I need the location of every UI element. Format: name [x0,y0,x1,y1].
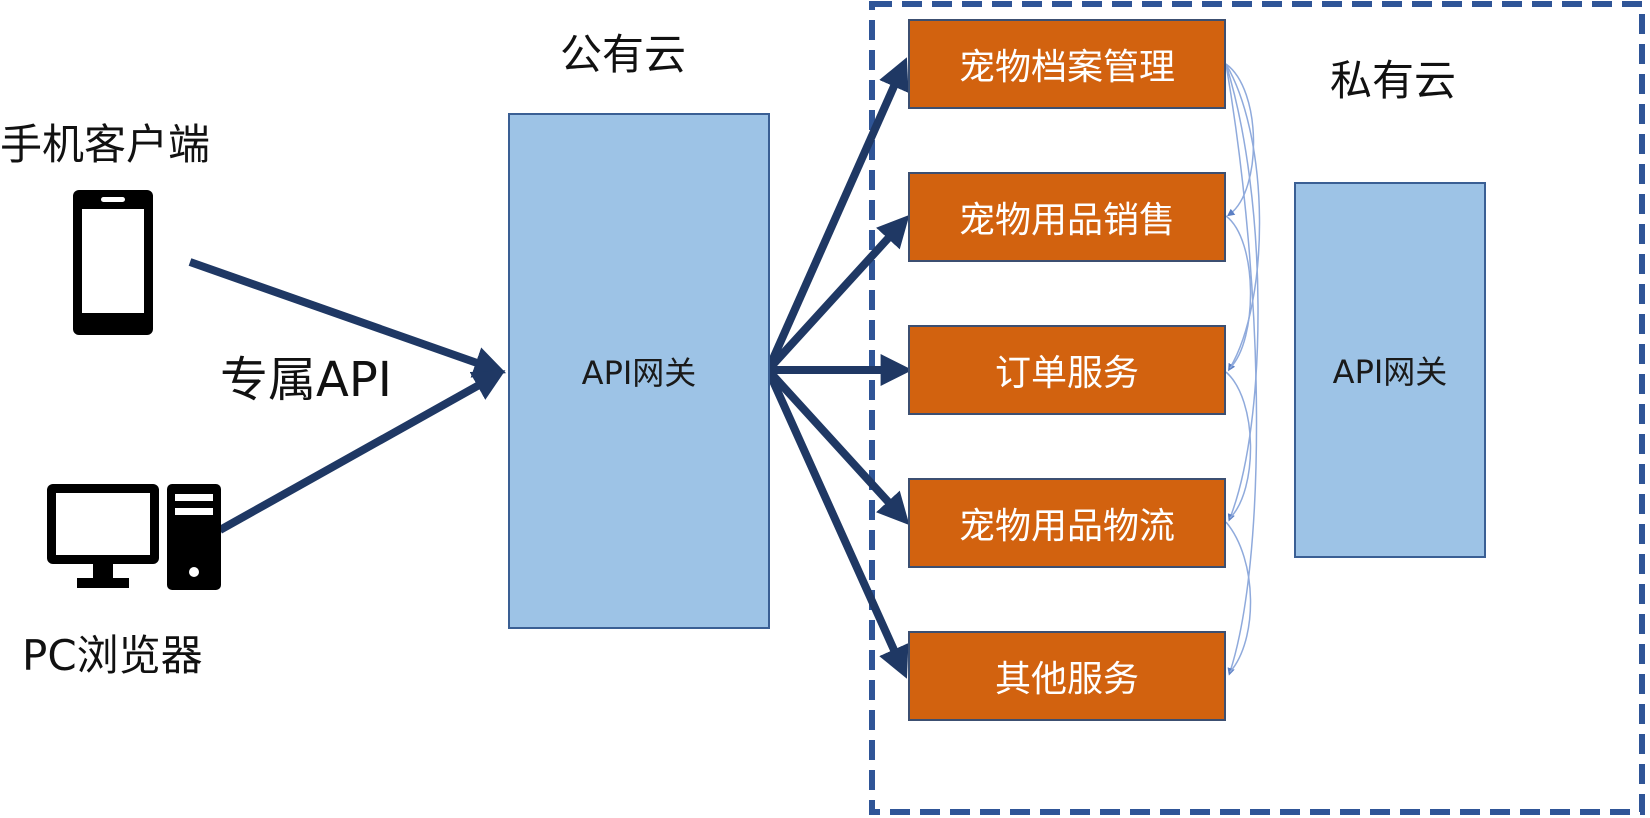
service-orders: 订单服务 [908,325,1226,415]
service-label: 宠物用品物流 [958,506,1175,547]
arrow-gateway-to-service-5 [764,368,909,679]
arrow-mobile-to-gateway [188,258,507,378]
public-cloud-title: 公有云 [560,30,687,79]
service-pet-supplies-sales: 宠物用品销售 [908,172,1226,262]
service-label: 宠物档案管理 [958,47,1175,88]
pc-browser-label: PC浏览器 [22,631,203,680]
smartphone-icon [73,190,153,335]
public-api-gateway-label: API网关 [581,354,697,392]
service-connectors [1225,63,1261,676]
arrow-gateway-to-service-4 [765,367,910,526]
public-api-gateway: API网关 [508,113,770,629]
private-api-gateway-label: API网关 [1332,353,1448,391]
service-pet-supplies-logistics: 宠物用品物流 [908,478,1226,568]
service-label: 宠物用品销售 [958,200,1175,241]
arrow-pc-to-gateway [218,370,506,534]
private-cloud-title: 私有云 [1330,56,1457,105]
service-other: 其他服务 [908,631,1226,721]
service-label: 其他服务 [994,659,1139,700]
arrow-gateway-to-service-1 [764,57,909,372]
private-cloud-boundary [869,1,1645,815]
mobile-client-label: 手机客户端 [0,120,211,169]
service-label: 订单服务 [994,353,1139,394]
arrow-gateway-to-service-2 [765,214,910,373]
service-pet-records: 宠物档案管理 [908,19,1226,109]
desktop-computer-icon [47,484,221,590]
channel-label: 专属API [220,352,392,408]
private-api-gateway: API网关 [1294,182,1486,558]
